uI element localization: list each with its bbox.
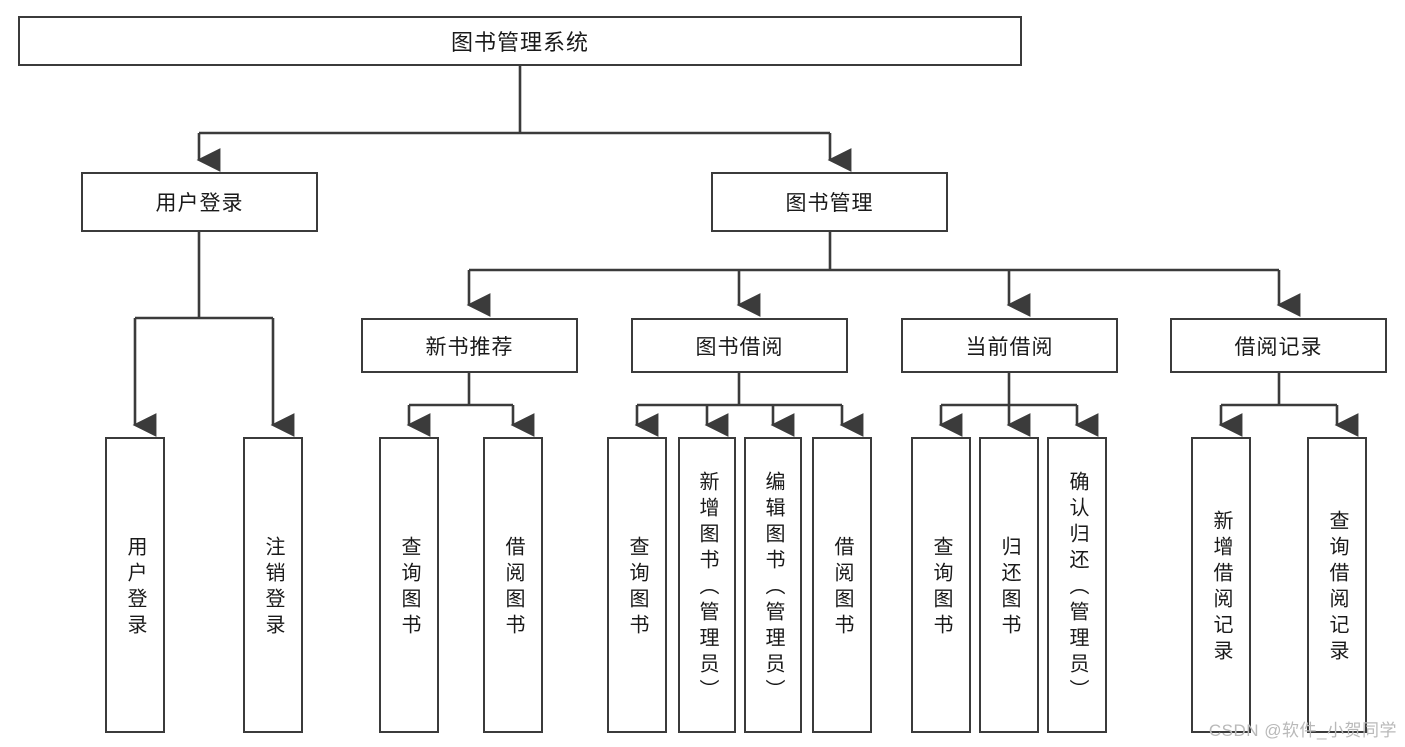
node-current-borrow[interactable]: 当前借阅 bbox=[901, 318, 1118, 373]
leaf-user-login[interactable]: 用户登录 bbox=[105, 437, 165, 733]
node-root[interactable]: 图书管理系统 bbox=[18, 16, 1022, 66]
leaf-query-book-borrow[interactable]: 查询图书 bbox=[607, 437, 667, 733]
csdn-watermark: CSDN @软件_小贺同学 bbox=[1208, 721, 1397, 740]
node-borrow-record[interactable]: 借阅记录 bbox=[1170, 318, 1387, 373]
leaf-return-book[interactable]: 归还图书 bbox=[979, 437, 1039, 733]
leaf-borrow-book-new-rec[interactable]: 借阅图书 bbox=[483, 437, 543, 733]
leaf-query-book-current[interactable]: 查询图书 bbox=[911, 437, 971, 733]
leaf-add-borrow-record[interactable]: 新增借阅记录 bbox=[1191, 437, 1251, 733]
leaf-query-book-new-rec[interactable]: 查询图书 bbox=[379, 437, 439, 733]
node-user-login[interactable]: 用户登录 bbox=[81, 172, 318, 232]
leaf-query-borrow-record[interactable]: 查询借阅记录 bbox=[1307, 437, 1367, 733]
leaf-logout[interactable]: 注销登录 bbox=[243, 437, 303, 733]
leaf-add-book-admin[interactable]: 新增图书（管理员） bbox=[678, 437, 736, 733]
leaf-edit-book-admin[interactable]: 编辑图书（管理员） bbox=[744, 437, 802, 733]
node-new-book-recommend[interactable]: 新书推荐 bbox=[361, 318, 578, 373]
leaf-borrow-book-borrow[interactable]: 借阅图书 bbox=[812, 437, 872, 733]
node-book-manage[interactable]: 图书管理 bbox=[711, 172, 948, 232]
node-book-borrow[interactable]: 图书借阅 bbox=[631, 318, 848, 373]
leaf-confirm-return-admin[interactable]: 确认归还（管理员） bbox=[1047, 437, 1107, 733]
